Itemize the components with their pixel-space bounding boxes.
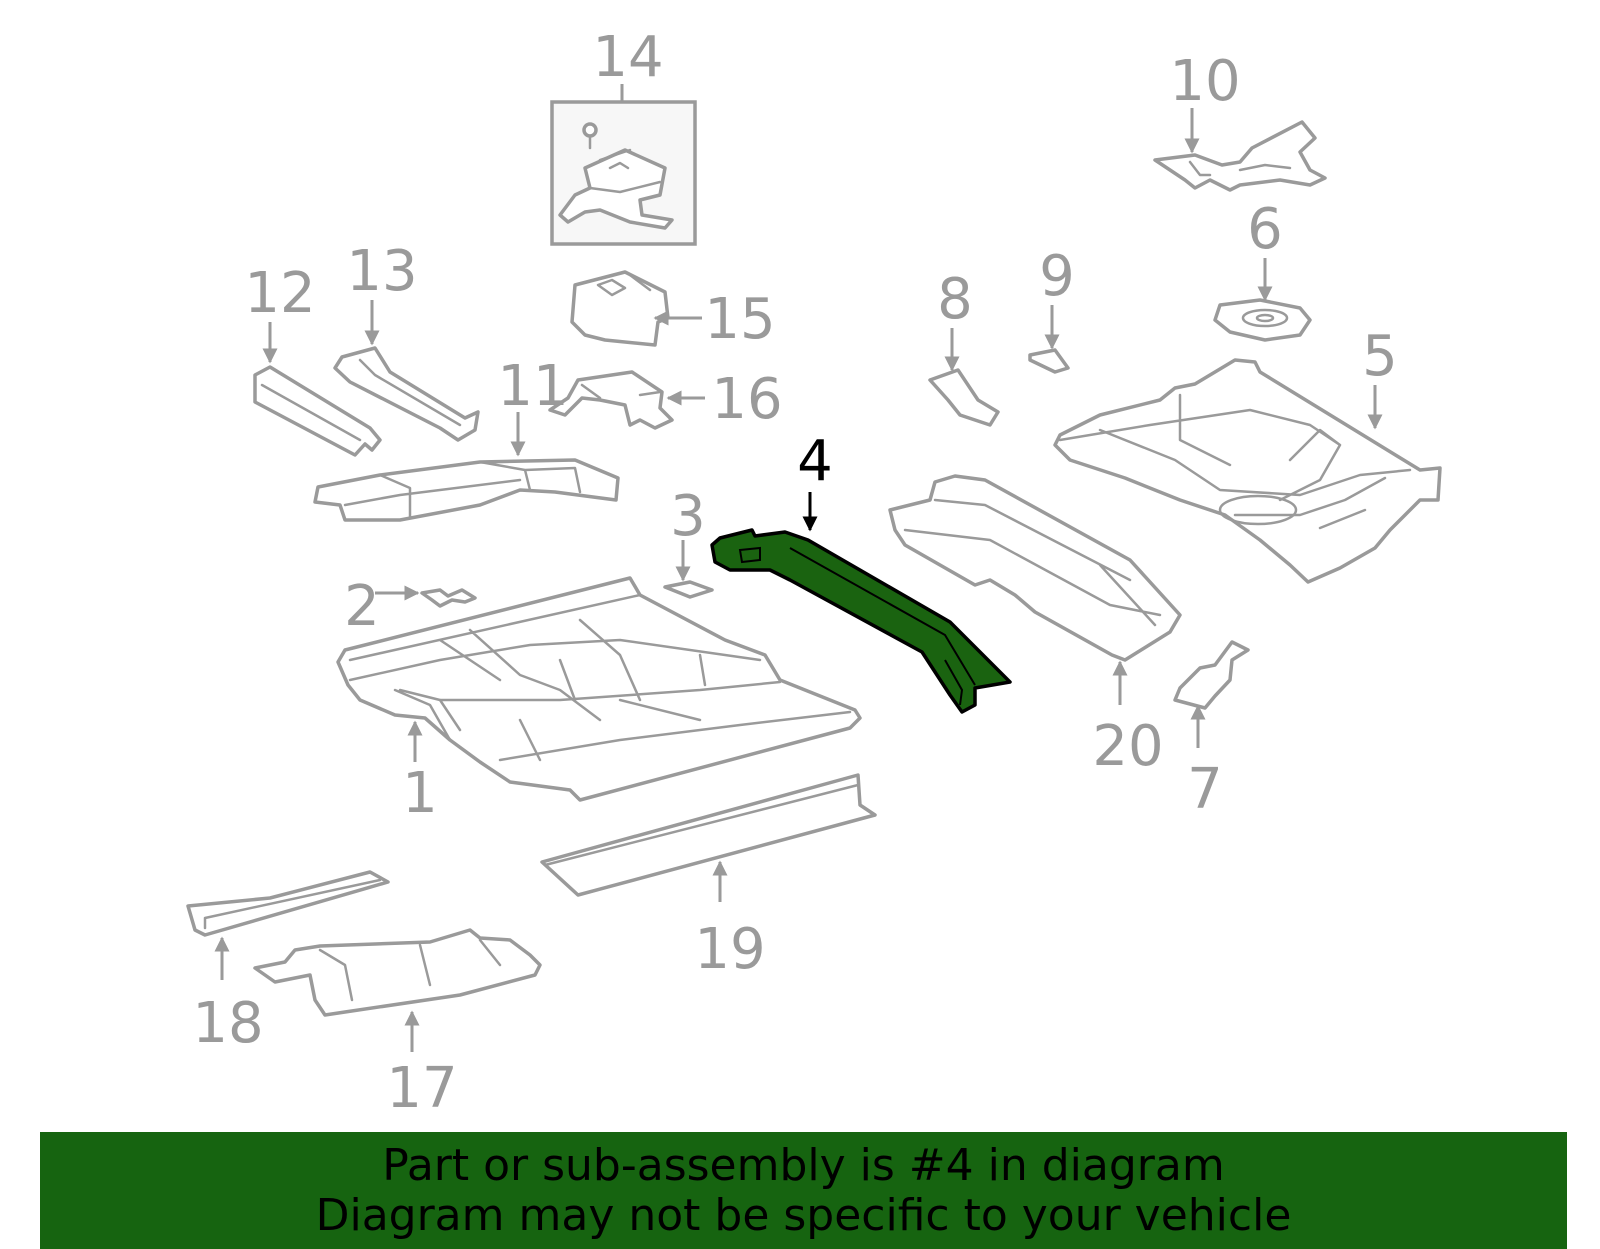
- callout-5: 5: [1362, 324, 1398, 389]
- banner-line-1: Part or sub-assembly is #4 in diagram: [382, 1139, 1225, 1191]
- part-6-grommet[interactable]: [1213, 298, 1312, 342]
- notice-banner: Part or sub-assembly is #4 in diagram Di…: [40, 1132, 1567, 1249]
- part-7-bracket[interactable]: [1173, 640, 1250, 710]
- callout-20: 20: [1092, 714, 1163, 779]
- part-3-plate[interactable]: [663, 580, 714, 599]
- part-1-floor-pan[interactable]: [336, 576, 862, 802]
- callout-2: 2: [344, 574, 380, 639]
- part-14-bracket-box[interactable]: [550, 100, 697, 246]
- callout-9: 9: [1039, 244, 1075, 309]
- callout-18: 18: [192, 991, 263, 1056]
- callout-12: 12: [244, 261, 315, 326]
- part-10-plate[interactable]: [1153, 120, 1327, 192]
- callout-10: 10: [1169, 49, 1240, 114]
- part-5-rear-floor-pan[interactable]: [1053, 358, 1442, 584]
- callout-1: 1: [402, 761, 438, 826]
- part-13-rail[interactable]: [333, 346, 480, 442]
- callout-15: 15: [704, 287, 775, 352]
- part-15-bracket[interactable]: [570, 270, 670, 347]
- callout-8: 8: [937, 267, 973, 332]
- part-11-crossmember[interactable]: [313, 458, 620, 522]
- part-12-rail[interactable]: [253, 365, 382, 457]
- callout-19: 19: [694, 917, 765, 982]
- callout-17: 17: [386, 1056, 457, 1121]
- part-8-bracket[interactable]: [928, 368, 1000, 427]
- callout-16: 16: [711, 367, 782, 432]
- callout-4: 4: [797, 429, 833, 494]
- callout-3: 3: [670, 484, 706, 549]
- part-19-sill-panel[interactable]: [540, 773, 877, 897]
- part-17-floor-panel[interactable]: [253, 928, 542, 1017]
- callout-7: 7: [1187, 757, 1223, 822]
- part-4-crossmember-highlighted[interactable]: [710, 528, 1012, 714]
- part-16-bracket[interactable]: [548, 370, 674, 430]
- part-18-rail[interactable]: [186, 870, 390, 937]
- callout-6: 6: [1247, 197, 1283, 262]
- callout-13: 13: [346, 239, 417, 304]
- banner-line-2: Diagram may not be specific to your vehi…: [315, 1189, 1292, 1241]
- callout-14: 14: [592, 25, 663, 90]
- part-2-clip[interactable]: [420, 588, 477, 608]
- part-20-rear-panel[interactable]: [888, 474, 1182, 662]
- part-9-bracket[interactable]: [1028, 348, 1070, 374]
- callout-11: 11: [497, 354, 568, 419]
